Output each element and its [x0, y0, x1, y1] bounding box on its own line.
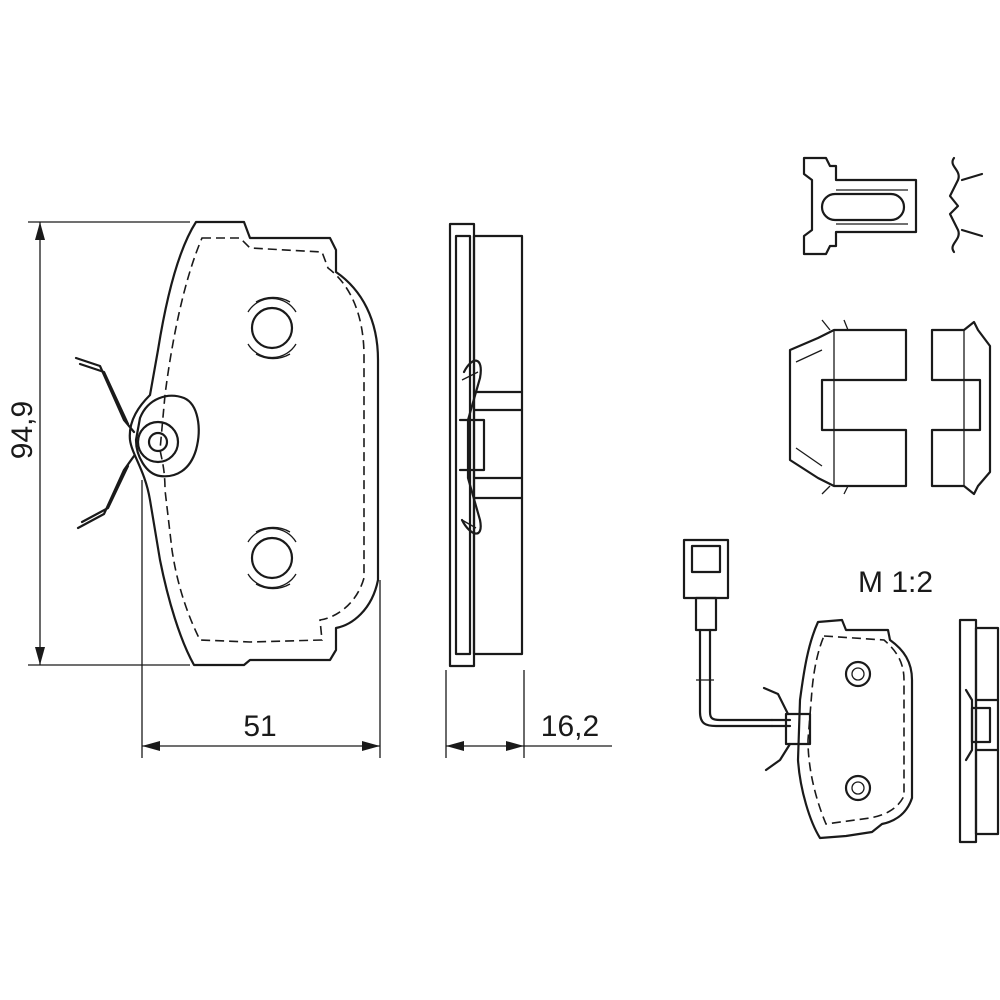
pad-side-view [448, 222, 524, 668]
pad-small-side [958, 618, 1000, 844]
width-label: 51 [243, 710, 276, 743]
width-dimension: 51 [141, 480, 381, 758]
scale-label: M 1:2 [858, 566, 933, 599]
pad-top-view [788, 319, 992, 496]
clip-detail-front [802, 156, 918, 256]
height-label: 94,9 [6, 401, 39, 459]
clip-detail-side [948, 156, 984, 254]
rivet-hole-bottom [247, 526, 297, 590]
thickness-dimension: 16,2 [445, 670, 612, 758]
pad-small-front [762, 618, 914, 840]
pad-front-view [74, 220, 380, 667]
height-dimension: 94,9 [6, 221, 190, 666]
wear-sensor-connector [682, 538, 774, 728]
thickness-label: 16,2 [541, 710, 599, 743]
rivet-hole-top [247, 296, 297, 360]
